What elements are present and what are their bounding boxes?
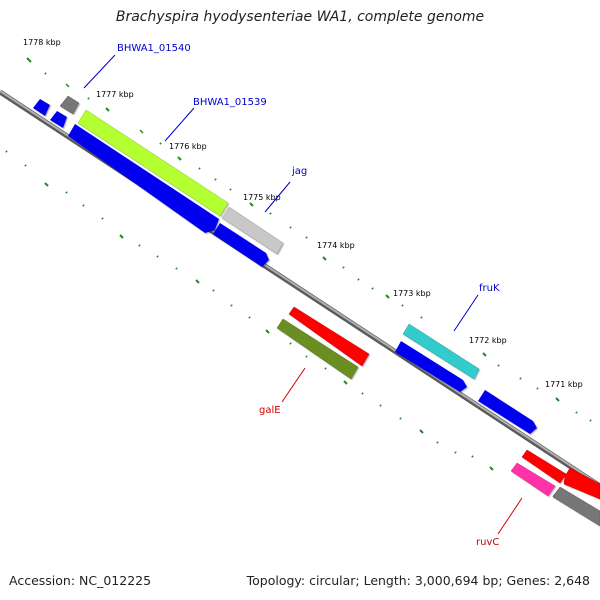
gene-grey[interactable] [552, 486, 600, 527]
inner-tick [44, 182, 49, 187]
label-leaders [83, 54, 523, 535]
outer-minor-tick [198, 167, 201, 170]
axis-label: 1777 kbp [96, 90, 134, 99]
gene-fruk[interactable] [402, 323, 480, 380]
genes [33, 95, 600, 527]
gene-blue[interactable] [478, 390, 537, 434]
outer-minor-tick [269, 212, 272, 215]
inner-minor-tick [212, 289, 215, 292]
feature-label: BHWA1_01540 [117, 43, 191, 54]
feature-labels: BHWA1_01540 BHWA1_01539 jag fruK galE ru… [117, 43, 500, 548]
outer-minor-tick [497, 364, 500, 367]
gene-red[interactable] [563, 467, 600, 500]
outer-minor-tick [159, 142, 162, 145]
outer-minor-tick [519, 377, 522, 380]
inner-tick [419, 429, 424, 434]
outer-tick [555, 397, 560, 402]
inner-minor-tick [289, 342, 292, 345]
inner-minor-tick [324, 367, 327, 370]
axis-label: 1773 kbp [393, 289, 431, 298]
outer-minor-tick [589, 419, 592, 422]
gene-blue[interactable] [213, 223, 269, 267]
outer-minor-tick [536, 387, 539, 390]
outer-tick [105, 107, 110, 112]
outer-minor-tick [44, 72, 47, 75]
inner-tick [119, 234, 124, 239]
outer-tick [26, 57, 32, 63]
gene-bhwa1-01540[interactable] [59, 95, 80, 115]
gene-blue-small[interactable] [50, 111, 67, 128]
outer-tick [249, 202, 254, 207]
outer-tick [385, 294, 390, 299]
inner-minor-tick [175, 267, 178, 270]
inner-minor-tick [65, 191, 68, 194]
axis-label: 1772 kbp [469, 336, 507, 345]
outer-minor-tick [229, 188, 232, 191]
inner-minor-tick [101, 217, 104, 220]
outer-minor-tick [371, 287, 374, 290]
inner-minor-tick [82, 204, 85, 207]
outer-minor-tick [357, 278, 360, 281]
inner-tick [343, 380, 348, 385]
inner-minor-tick [305, 355, 308, 358]
gene-ruvc[interactable] [510, 462, 556, 497]
gene-gale[interactable] [276, 318, 359, 380]
gene-blue-long[interactable] [68, 124, 219, 233]
inner-tick [265, 329, 270, 334]
gene-bhwa1-01539[interactable] [77, 109, 229, 217]
outer-minor-tick [420, 316, 423, 319]
map-title: Brachyspira hyodysenteriae WA1, complete… [115, 9, 485, 25]
gene-red[interactable] [288, 306, 370, 367]
inner-minor-tick [436, 441, 439, 444]
inner-minor-tick [5, 150, 8, 153]
inner-minor-tick [454, 451, 457, 454]
feature-label: BHWA1_01539 [193, 97, 267, 108]
accession-text: Accession: NC_012225 [9, 573, 152, 588]
gene-blue-small[interactable] [33, 99, 50, 116]
axis-label: 1778 kbp [23, 38, 61, 47]
inner-minor-tick [138, 244, 141, 247]
inner-tick [489, 466, 494, 471]
axis-label: 1776 kbp [169, 142, 207, 151]
gene-blue[interactable] [395, 341, 467, 392]
outer-tick [177, 156, 182, 161]
inner-minor-tick [361, 392, 364, 395]
inner-minor-tick [156, 255, 159, 258]
inner-tick [195, 279, 200, 284]
feature-label: jag [291, 166, 307, 177]
feature-label: ruvC [476, 537, 499, 548]
tick-marks [5, 57, 592, 471]
inner-minor-tick [399, 417, 402, 420]
axis-label: 1771 kbp [545, 380, 583, 389]
outer-tick [65, 83, 70, 88]
gene-jag[interactable] [221, 206, 284, 255]
outer-minor-tick [289, 226, 292, 229]
inner-minor-tick [471, 455, 474, 458]
outer-minor-tick [305, 236, 308, 239]
outer-minor-tick [575, 411, 578, 414]
outer-minor-tick [214, 178, 217, 181]
outer-minor-tick [401, 304, 404, 307]
feature-label: fruK [479, 283, 500, 294]
axis-label: 1775 kbp [243, 193, 281, 202]
axis-labels: 1778 kbp 1777 kbp 1776 kbp 1775 kbp 1774… [23, 38, 583, 389]
outer-tick [322, 256, 327, 261]
inner-minor-tick [230, 304, 233, 307]
inner-minor-tick [24, 164, 27, 167]
outer-tick [482, 352, 487, 357]
outer-minor-tick [87, 97, 90, 100]
outer-tick [139, 129, 144, 134]
outer-minor-tick [342, 266, 345, 269]
feature-label: galE [259, 405, 281, 416]
inner-minor-tick [379, 404, 382, 407]
inner-minor-tick [248, 316, 251, 319]
topology-text: Topology: circular; Length: 3,000,694 bp… [246, 573, 590, 588]
axis-label: 1774 kbp [317, 241, 355, 250]
